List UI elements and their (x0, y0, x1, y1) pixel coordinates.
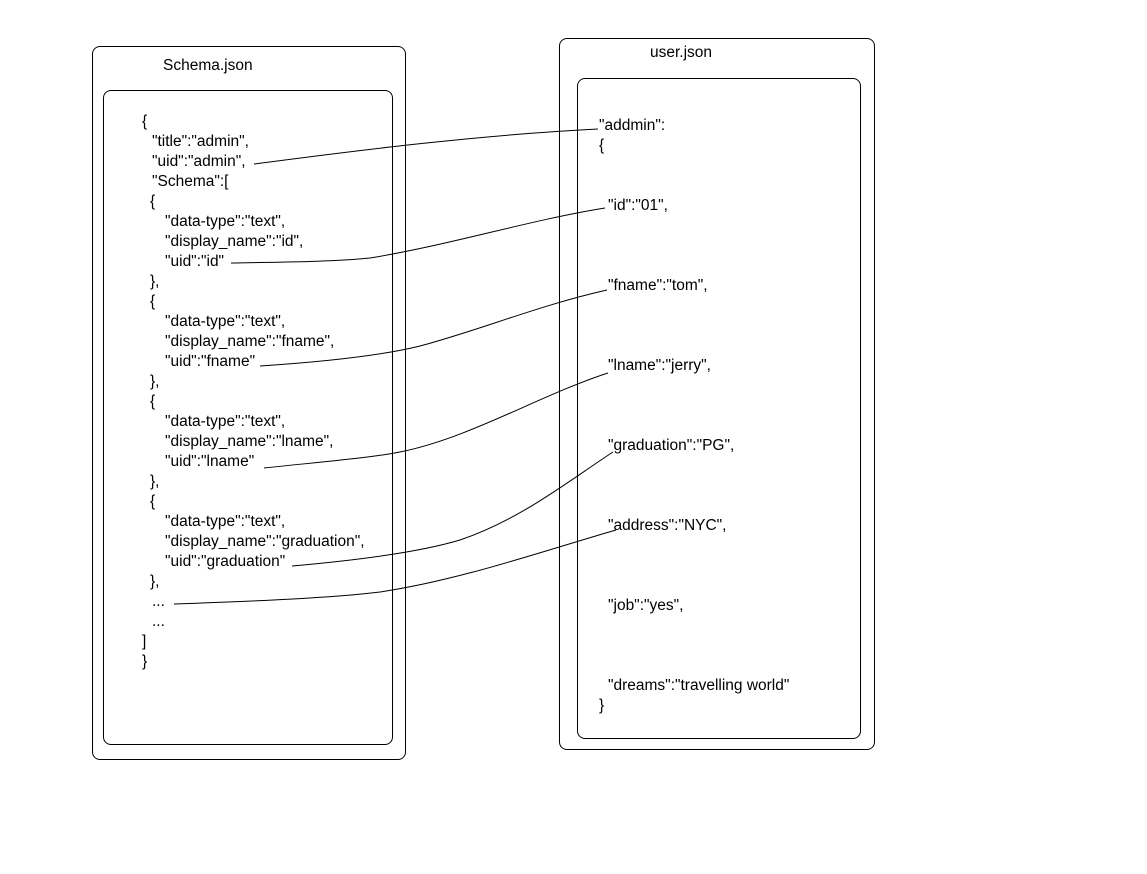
schema-line: { (150, 193, 156, 210)
schema-line: }, (150, 573, 160, 590)
user-line: "lname":"jerry", (608, 357, 711, 374)
schema-line: { (142, 113, 148, 130)
schema-line: "data-type":"text", (165, 413, 286, 430)
schema-file-title: Schema.json (163, 57, 253, 74)
schema-line: { (150, 493, 156, 510)
schema-line: "display_name":"lname", (165, 433, 334, 450)
schema-line: }, (150, 473, 160, 490)
user-line: } (599, 697, 605, 714)
user-line: { (599, 137, 605, 154)
schema-line: "Schema":[ (152, 173, 229, 190)
user-line: "dreams":"travelling world" (608, 677, 790, 694)
user-line: "id":"01", (608, 197, 668, 214)
schema-line: }, (150, 373, 160, 390)
schema-line: "display_name":"fname", (165, 333, 335, 350)
user-line: "address":"NYC", (608, 517, 727, 534)
schema-line: { (150, 293, 156, 310)
user-line: "addmin": (599, 117, 666, 134)
schema-line: "uid":"graduation" (165, 553, 286, 570)
schema-line: "data-type":"text", (165, 313, 286, 330)
schema-line: { (150, 393, 156, 410)
user-file-title: user.json (650, 44, 713, 61)
schema-line: "data-type":"text", (165, 513, 286, 530)
schema-line: "uid":"admin", (152, 153, 246, 170)
schema-line: ] (142, 633, 147, 650)
schema-line: }, (150, 273, 160, 290)
schema-line: "uid":"id" (165, 253, 225, 270)
user-line: "job":"yes", (608, 597, 684, 614)
schema-line: } (142, 653, 148, 670)
schema-line: "display_name":"id", (165, 233, 304, 250)
user-line: "graduation":"PG", (608, 437, 735, 454)
schema-line: "uid":"fname" (165, 353, 256, 370)
schema-line: "title":"admin", (152, 133, 249, 150)
schema-line: "data-type":"text", (165, 213, 286, 230)
schema-line: ... (152, 613, 165, 630)
schema-line: ... (152, 593, 165, 610)
schema-line: "display_name":"graduation", (165, 533, 365, 550)
user-file-content-box (577, 78, 861, 739)
schema-line: "uid":"lname" (165, 453, 255, 470)
user-line: "fname":"tom", (608, 277, 708, 294)
